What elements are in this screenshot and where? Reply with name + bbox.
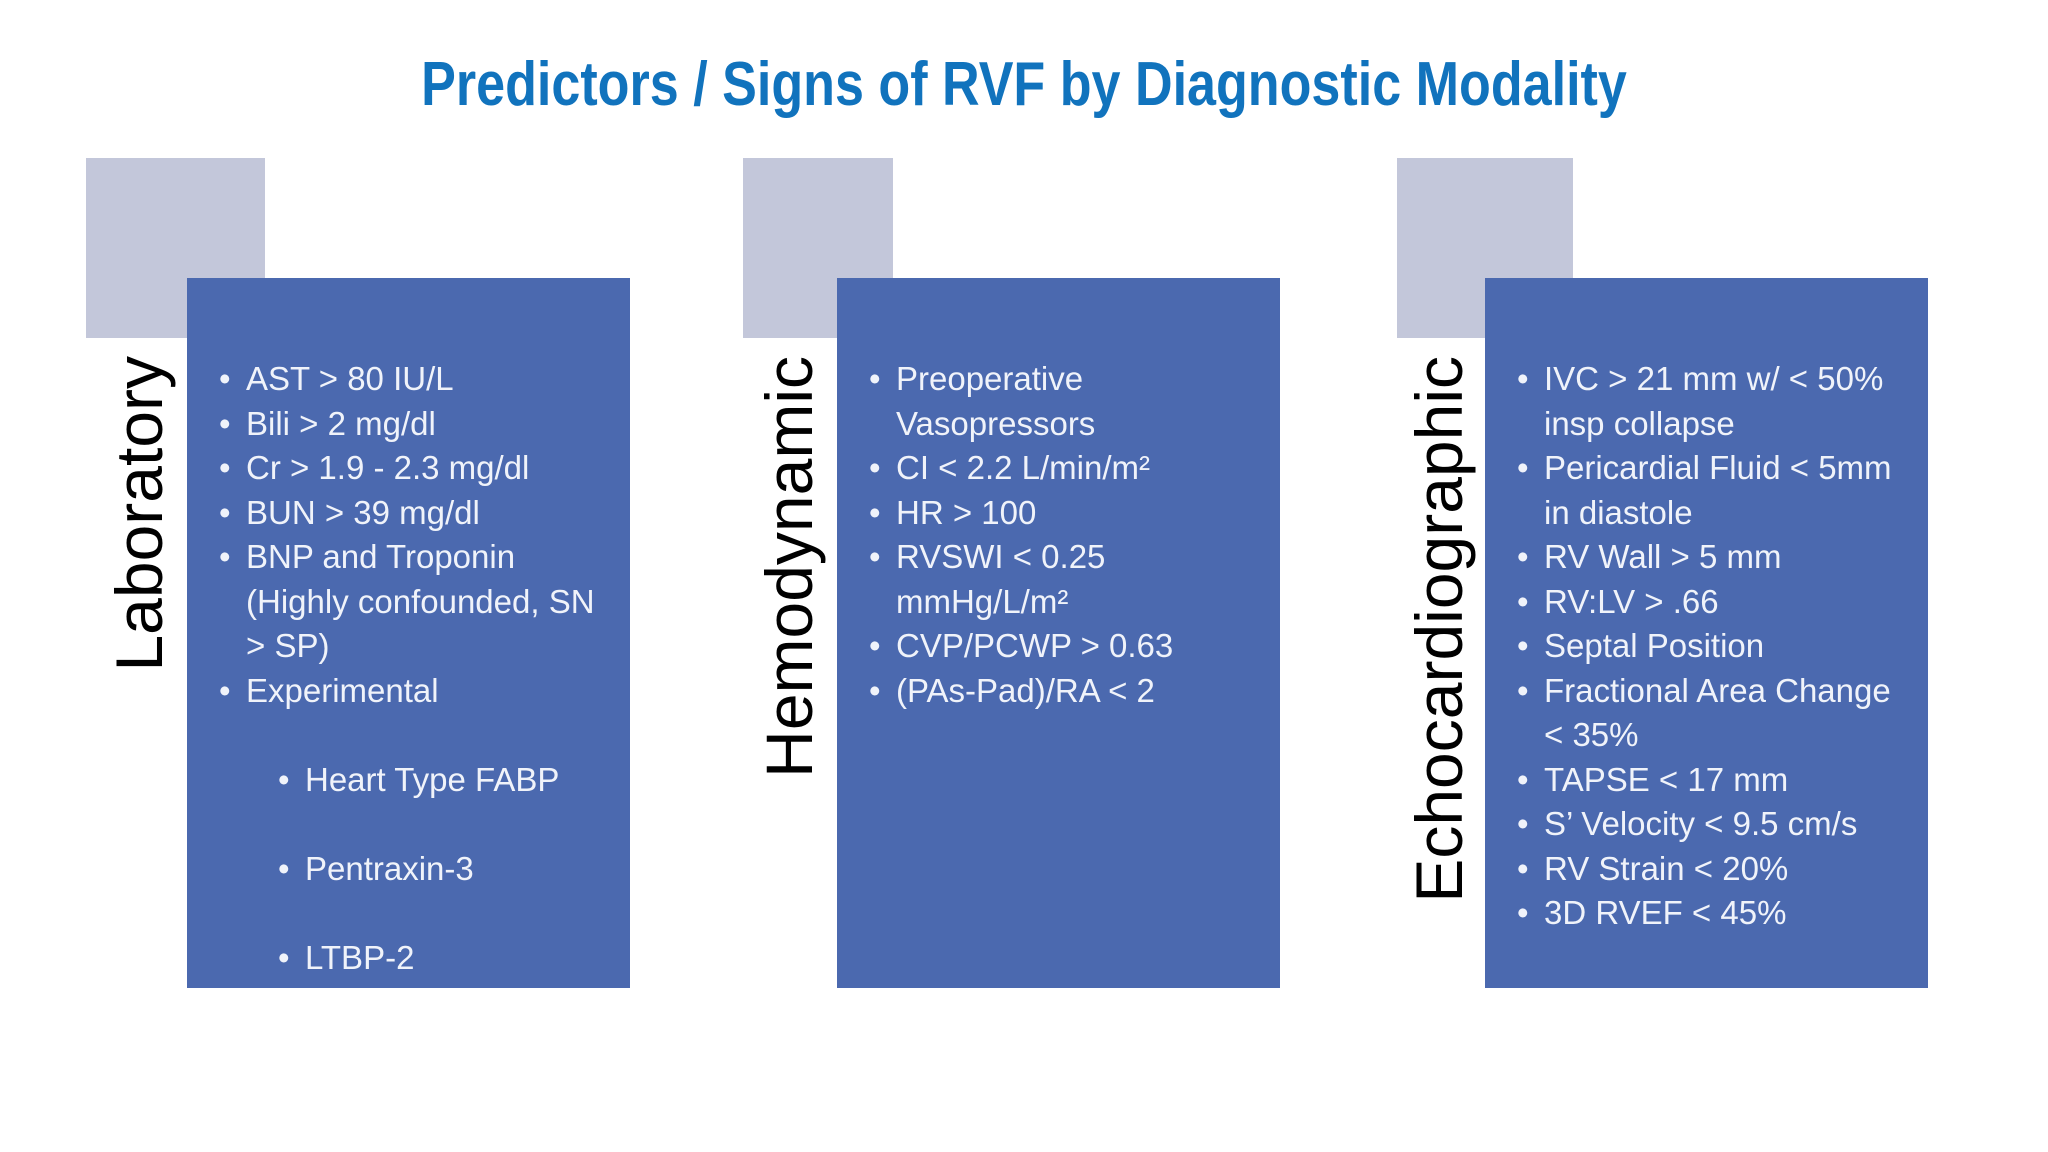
list-item: CVP/PCWP > 0.63 (867, 624, 1252, 669)
list-item: Preoperative Vasopressors (867, 357, 1252, 446)
vertical-label: Hemodynamic (752, 356, 826, 778)
list-item: LTBP-2 (276, 936, 602, 981)
list-item: AST > 80 IU/L (217, 357, 602, 402)
list-item: BUN > 39 mg/dl (217, 491, 602, 536)
list-item: 3D RVEF < 45% (1515, 891, 1900, 936)
sub-bullet-list: Heart Type FABP Pentraxin-3 LTBP-2 (246, 713, 602, 1025)
list-item: BNP and Troponin (Highly confounded, SN … (217, 535, 602, 669)
bullet-list: IVC > 21 mm w/ < 50% insp collapse Peric… (1485, 278, 1928, 936)
list-item: Cr > 1.9 - 2.3 mg/dl (217, 446, 602, 491)
vertical-label: Echocardiographic (1402, 356, 1476, 903)
list-item: IVC > 21 mm w/ < 50% insp collapse (1515, 357, 1900, 446)
list-item: S’ Velocity < 9.5 cm/s (1515, 802, 1900, 847)
list-item: Experimental Heart Type FABP Pentraxin-3… (217, 669, 602, 1070)
list-item: Bili > 2 mg/dl (217, 402, 602, 447)
list-item: RV Strain < 20% (1515, 847, 1900, 892)
list-item: HR > 100 (867, 491, 1252, 536)
list-item: RV Wall > 5 mm (1515, 535, 1900, 580)
content-box: IVC > 21 mm w/ < 50% insp collapse Peric… (1485, 278, 1928, 988)
list-item-label: Experimental (246, 671, 439, 709)
vertical-label: Laboratory (102, 356, 176, 672)
list-item: Fractional Area Change < 35% (1515, 669, 1900, 758)
list-item: Septal Position (1515, 624, 1900, 669)
list-item: CI < 2.2 L/min/m² (867, 446, 1252, 491)
page-title: Predictors / Signs of RVF by Diagnostic … (421, 50, 1627, 119)
content-box: AST > 80 IU/L Bili > 2 mg/dl Cr > 1.9 - … (187, 278, 630, 988)
bullet-list: AST > 80 IU/L Bili > 2 mg/dl Cr > 1.9 - … (187, 278, 630, 1069)
content-box: Preoperative Vasopressors CI < 2.2 L/min… (837, 278, 1280, 988)
list-item: RVSWI < 0.25 mmHg/L/m² (867, 535, 1252, 624)
bullet-list: Preoperative Vasopressors CI < 2.2 L/min… (837, 278, 1280, 713)
list-item: Pericardial Fluid < 5mm in diastole (1515, 446, 1900, 535)
list-item: TAPSE < 17 mm (1515, 758, 1900, 803)
list-item: RV:LV > .66 (1515, 580, 1900, 625)
list-item: Heart Type FABP (276, 758, 602, 803)
list-item: (PAs-Pad)/RA < 2 (867, 669, 1252, 714)
list-item: Pentraxin-3 (276, 847, 602, 892)
